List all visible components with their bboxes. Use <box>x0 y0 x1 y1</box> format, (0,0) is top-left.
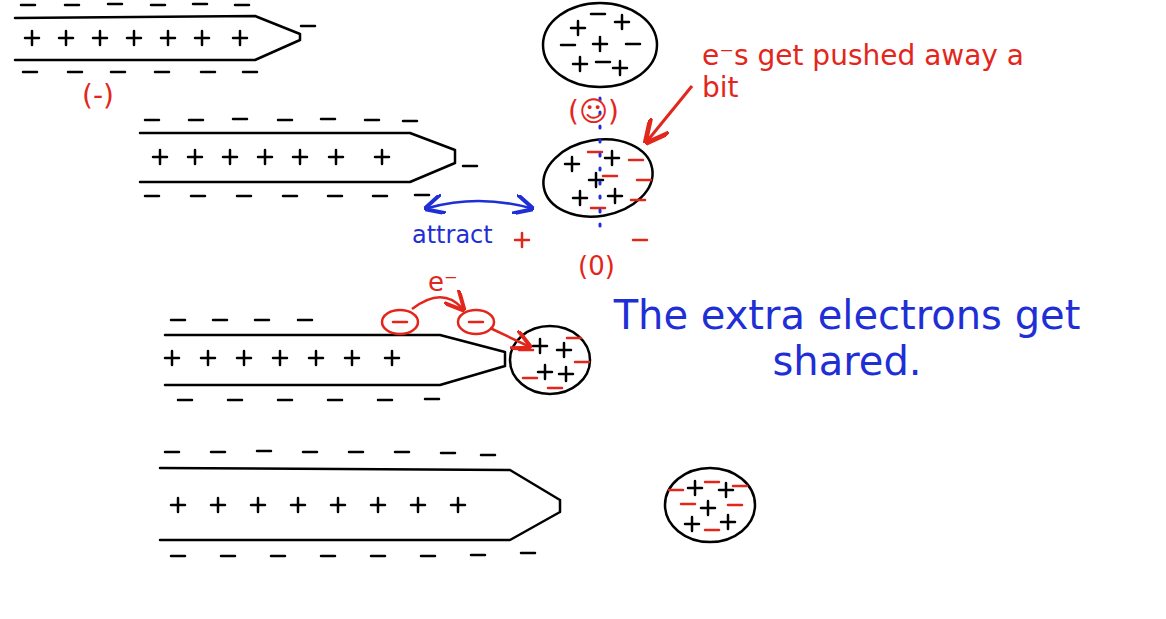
charge-label: (-) <box>82 80 114 112</box>
pointer-arrow <box>648 86 692 140</box>
charge-label: (☺) <box>568 96 619 128</box>
sphere <box>537 131 659 225</box>
sphere <box>665 468 755 542</box>
moved-electrons <box>382 152 747 530</box>
rod <box>15 16 300 60</box>
electron-label: e⁻ <box>428 268 458 298</box>
charges <box>21 4 735 556</box>
sphere <box>543 3 657 87</box>
note-text: e⁻s get pushed away a bit <box>702 40 1032 104</box>
transfer-arrow <box>412 297 462 309</box>
charge-label: (0) <box>578 252 615 282</box>
note-text: The extra electrons get shared. <box>612 292 1082 384</box>
transfer-arrow <box>490 328 528 346</box>
rod <box>165 335 505 385</box>
rod <box>140 133 455 182</box>
rod <box>160 468 560 540</box>
attraction-arrow <box>428 201 530 208</box>
sphere <box>510 326 590 394</box>
arrow-label: attract <box>412 222 493 250</box>
